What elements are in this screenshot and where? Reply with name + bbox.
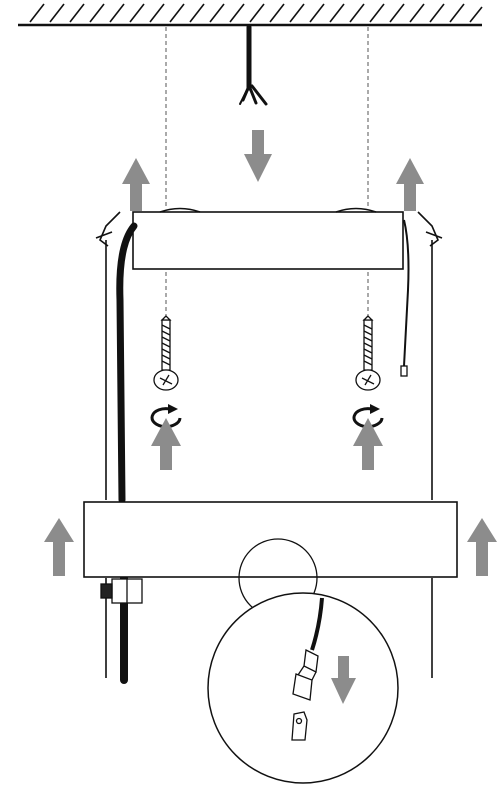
ceiling — [18, 3, 483, 27]
up-arrow-icon — [353, 418, 383, 470]
spade-connector-icon — [292, 649, 319, 701]
mounting-plate — [132, 207, 404, 270]
rotate-clockwise-icon — [150, 404, 182, 429]
power-cable-icon — [239, 24, 268, 106]
fixture-housing — [95, 211, 443, 678]
magnifier-circle-icon — [207, 592, 399, 784]
up-arrow-icon — [122, 158, 150, 211]
rotate-clockwise-icon — [352, 404, 384, 429]
screw-icon — [355, 315, 381, 391]
screw-icon — [153, 315, 179, 391]
strain-relief — [100, 578, 143, 604]
up-arrow-icon — [151, 418, 181, 470]
up-arrow-icon — [467, 518, 497, 576]
main-cable — [116, 222, 138, 684]
spade-connector-icon — [291, 711, 308, 741]
ceiling-hatch-icon — [29, 3, 483, 23]
down-arrow-icon — [331, 656, 356, 704]
up-arrow-icon — [396, 158, 424, 211]
down-arrow-icon — [244, 130, 272, 182]
alignment-guides — [165, 27, 369, 318]
up-arrow-icon — [44, 518, 74, 576]
ground-wire — [400, 219, 410, 377]
